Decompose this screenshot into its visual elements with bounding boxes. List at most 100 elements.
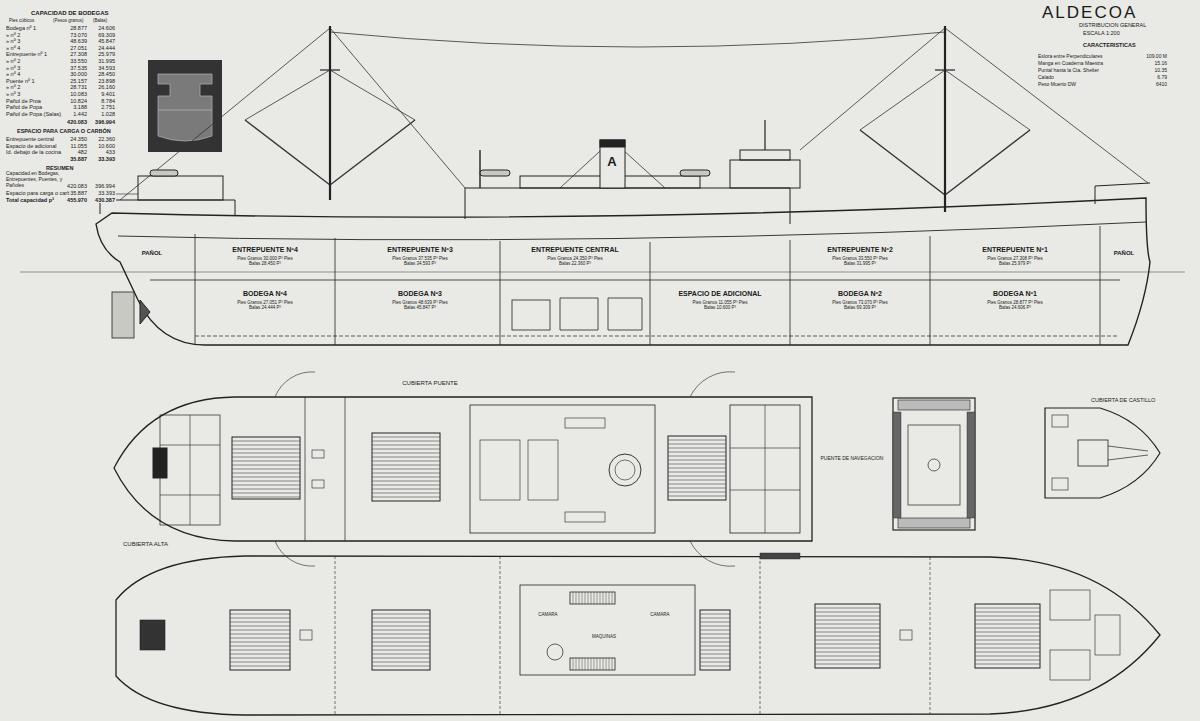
cargo-hatch bbox=[700, 622, 730, 623]
bridge-deck-plan bbox=[765, 405, 766, 533]
cargo-hatch bbox=[975, 608, 1040, 609]
cargo-hatch bbox=[579, 592, 580, 604]
drawing-label: 34.593 bbox=[97, 65, 116, 71]
midship-section-inset bbox=[158, 110, 212, 111]
mast bbox=[944, 26, 946, 212]
cargo-hatch bbox=[597, 658, 598, 670]
navigation-bridge-plan bbox=[898, 400, 970, 410]
drawing-label: 433 bbox=[105, 149, 116, 155]
drawing-label: 27.051 bbox=[69, 45, 88, 51]
cargo-hatch bbox=[372, 614, 430, 615]
drawing-label: ESCALA 1:200 bbox=[1082, 30, 1121, 36]
cargo-hatch bbox=[609, 658, 610, 670]
cargo-hatch bbox=[668, 456, 726, 457]
drawing-label: Capacidad en Bodegas, Entrepuentes, Puen… bbox=[5, 171, 69, 188]
cargo-hatch bbox=[232, 457, 300, 458]
superstructure bbox=[740, 150, 790, 160]
drawing-label: 35.887 bbox=[69, 190, 88, 196]
forecastle-deck-plan bbox=[1052, 415, 1068, 427]
hull-profile bbox=[790, 240, 791, 345]
cargo-hatch bbox=[232, 481, 300, 482]
drawing-label: 25.979 bbox=[97, 51, 116, 57]
cargo-hatch bbox=[372, 658, 430, 659]
drawing-label: 455.970 bbox=[66, 197, 88, 203]
cargo-hatch bbox=[700, 654, 730, 655]
drawing-label: » nº 4 bbox=[5, 45, 21, 51]
superstructure bbox=[150, 170, 178, 176]
bridge-deck-plan bbox=[470, 405, 655, 533]
cargo-hatch bbox=[975, 636, 1040, 637]
bridge-deck-plan bbox=[312, 480, 324, 488]
drawing-label: 109.00 M bbox=[1145, 54, 1168, 60]
drawing-label: 11.055 bbox=[70, 143, 88, 149]
cargo-hatch bbox=[372, 493, 440, 494]
drawing-label: Pies Granos 28.877 P³ Pies Balas 24.606 … bbox=[983, 300, 1047, 310]
mast bbox=[320, 26, 955, 212]
cargo-hatch bbox=[975, 628, 1040, 629]
drawing-label: ENTREPUENTE CENTRAL bbox=[530, 246, 620, 254]
drawing-label: DISTRIBUCION GENERAL bbox=[1078, 22, 1147, 28]
cargo-hatch bbox=[230, 622, 290, 623]
cargo-hatch bbox=[230, 662, 290, 663]
drawing-label: 420.083 bbox=[66, 119, 88, 125]
drawing-label: ENTREPUENTE Nº1 bbox=[981, 246, 1049, 254]
drawing-label: 6.79 bbox=[1156, 75, 1168, 81]
cargo-hatch bbox=[815, 624, 880, 625]
drawing-label: Espacio para carga o carbón bbox=[5, 190, 77, 196]
cargo-hatch bbox=[668, 488, 726, 489]
cargo-hatch bbox=[594, 658, 595, 670]
upper-deck-plan bbox=[520, 585, 695, 675]
cargo-hatch bbox=[975, 612, 1040, 613]
drawing-label: Calado bbox=[1037, 75, 1055, 81]
cargo-hatch bbox=[815, 612, 880, 613]
superstructure bbox=[100, 140, 1150, 224]
drawing-label: Pies Granos 11.055 P³ Pies Balas 10.600 … bbox=[688, 300, 752, 310]
bridge-deck-plan bbox=[565, 512, 605, 522]
drawing-label: 33.550 bbox=[69, 58, 88, 64]
drawing-label: Pañol de Proa bbox=[5, 98, 42, 104]
profile-rigging bbox=[860, 70, 945, 130]
drawing-label: A bbox=[606, 155, 617, 170]
drawing-label: 25.157 bbox=[69, 78, 88, 84]
mast bbox=[935, 69, 955, 70]
drawing-label: ENTREPUENTE Nº3 bbox=[386, 246, 454, 254]
drawing-label: Puente nº 1 bbox=[5, 78, 36, 84]
upper-deck-plan bbox=[140, 620, 165, 650]
navigation-bridge-plan bbox=[967, 412, 975, 518]
upper-deck-plan bbox=[760, 553, 800, 559]
cargo-hatch bbox=[975, 604, 1040, 668]
drawing-label: CAMARA bbox=[649, 612, 670, 617]
upper-deck-plan bbox=[116, 556, 1160, 715]
bridge-deck-plan bbox=[565, 418, 605, 428]
bridge-deck-plan bbox=[153, 448, 167, 478]
drawing-label: 482 bbox=[77, 149, 88, 155]
cargo-hatch bbox=[372, 650, 430, 651]
cargo-hatch bbox=[815, 656, 880, 657]
cargo-hatch bbox=[582, 658, 583, 670]
hull-profile bbox=[1100, 226, 1101, 345]
mast bbox=[329, 26, 331, 200]
drawing-label: 15.16 bbox=[1153, 61, 1168, 67]
drawing-label: Manga en Cuaderna Maestra bbox=[1037, 61, 1104, 67]
cargo-hatch bbox=[591, 658, 592, 670]
cargo-hatch bbox=[372, 449, 440, 450]
navigation-bridge-plan bbox=[928, 459, 940, 471]
upper-deck-plan bbox=[116, 553, 1160, 715]
cargo-hatch bbox=[230, 646, 290, 647]
forecastle-deck-plan bbox=[1108, 455, 1148, 460]
cargo-hatch bbox=[815, 652, 880, 653]
profile-rigging bbox=[245, 70, 330, 120]
hull-profile bbox=[195, 234, 196, 345]
cargo-hatch bbox=[668, 436, 726, 500]
cargo-hatch bbox=[570, 592, 615, 604]
cargo-hatch bbox=[668, 480, 726, 481]
cargo-hatch bbox=[588, 592, 589, 604]
hull-profile bbox=[150, 280, 1120, 281]
hull-profile bbox=[112, 292, 134, 338]
navigation-bridge-plan bbox=[893, 398, 975, 530]
drawing-label: 396.994 bbox=[94, 183, 116, 189]
cargo-hatch bbox=[232, 485, 300, 486]
cargo-hatch bbox=[372, 638, 430, 639]
cargo-hatch bbox=[585, 658, 586, 670]
cargo-hatch bbox=[815, 608, 880, 609]
